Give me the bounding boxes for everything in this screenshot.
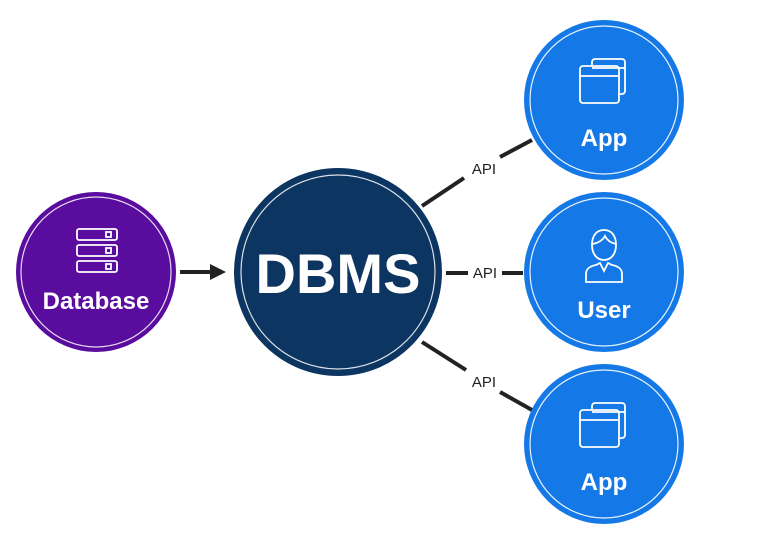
api-label: API — [472, 374, 496, 391]
node-app-top[interactable]: App — [524, 20, 684, 180]
node-label: App — [581, 125, 628, 152]
server-stack-icon — [76, 228, 118, 273]
node-label: Database — [43, 288, 150, 315]
edge-dbms-user: API — [446, 265, 523, 282]
node-ring — [529, 25, 679, 175]
edge-database-dbms — [180, 264, 226, 280]
connector-line — [499, 138, 533, 159]
node-label: DBMS — [256, 242, 421, 305]
node-ring — [240, 174, 436, 370]
node-label: User — [577, 297, 630, 324]
node-dbms[interactable]: DBMS — [234, 168, 442, 376]
api-label: API — [472, 161, 496, 178]
node-database[interactable]: Database — [16, 192, 176, 352]
user-icon — [585, 229, 623, 283]
api-label: API — [473, 265, 497, 282]
connector-line — [420, 176, 466, 208]
edge-dbms-app-top: API — [420, 138, 533, 208]
node-user[interactable]: User — [524, 192, 684, 352]
connector-line — [420, 340, 468, 372]
node-circle — [524, 364, 684, 524]
node-ring — [529, 369, 679, 519]
node-ring — [20, 196, 172, 348]
edge-dbms-app-bottom: API — [420, 340, 533, 412]
connector-line — [499, 390, 533, 412]
node-label: App — [581, 469, 628, 496]
node-app-bottom[interactable]: App — [524, 364, 684, 524]
windows-icon — [579, 402, 626, 448]
node-circle — [524, 20, 684, 180]
node-ring — [529, 197, 679, 347]
windows-icon — [579, 58, 626, 104]
arrow-head-icon — [210, 264, 226, 280]
node-circle — [234, 168, 442, 376]
